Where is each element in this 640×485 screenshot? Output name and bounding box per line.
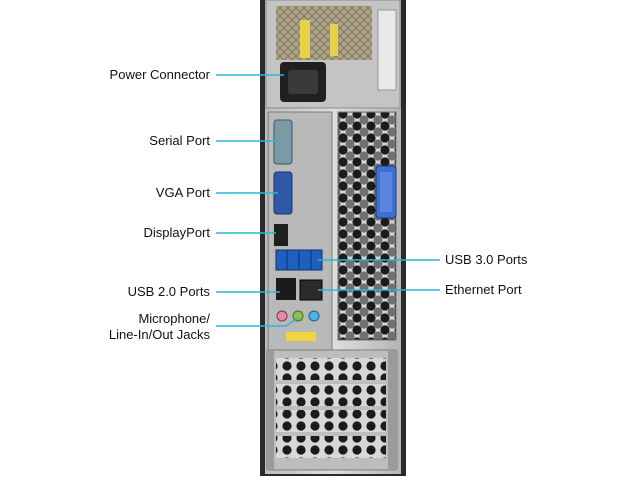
label-audio-jacks: Microphone/ Line-In/Out Jacks	[108, 311, 210, 342]
label-usb2-ports: USB 2.0 Ports	[127, 284, 210, 299]
expansion-slot-covers	[276, 358, 386, 458]
audio-jack-blue	[308, 310, 320, 322]
audio-jack-green	[292, 310, 304, 322]
callout-lines	[216, 74, 440, 327]
psu-label	[377, 9, 397, 91]
label-displayport: DisplayPort	[143, 225, 210, 240]
usb2-ports	[276, 278, 296, 300]
psu-fan-grille	[276, 6, 372, 60]
label-power-connector: Power Connector	[109, 67, 210, 82]
label-ethernet-port: Ethernet Port	[445, 282, 522, 297]
label-vga-port: VGA Port	[155, 185, 210, 200]
label-usb3-ports: USB 3.0 Ports	[445, 252, 528, 267]
serial-port	[273, 119, 293, 165]
label-serial-port: Serial Port	[149, 133, 210, 148]
displayport-port	[274, 224, 288, 246]
audio-jack-pink	[276, 310, 288, 322]
callout-line-audio-bend	[285, 317, 299, 327]
serial-sticker	[286, 332, 316, 341]
